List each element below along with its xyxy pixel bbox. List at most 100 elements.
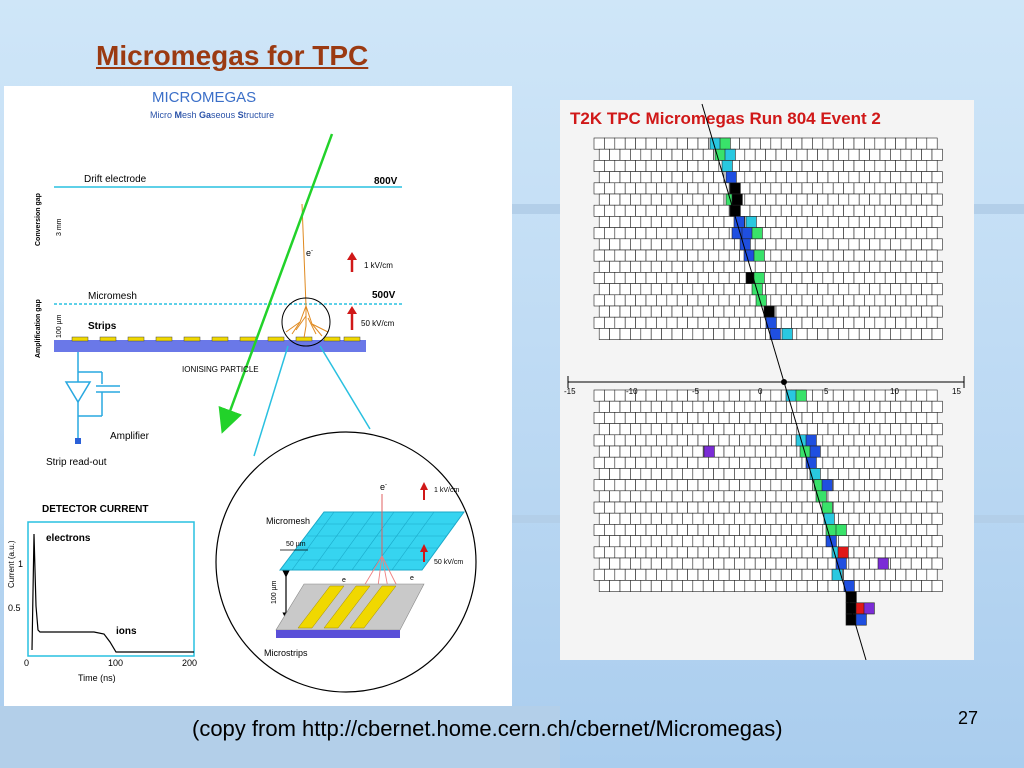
hit-pad — [745, 216, 757, 228]
pad — [723, 400, 735, 413]
pad — [739, 294, 751, 307]
inset-drift-arrow — [420, 482, 428, 500]
pad — [895, 249, 907, 262]
pad — [806, 305, 818, 318]
pad — [661, 260, 673, 273]
pad — [910, 305, 922, 318]
pad — [640, 580, 652, 592]
pad — [739, 160, 751, 172]
pad — [676, 137, 688, 150]
pad — [614, 182, 626, 195]
pad — [843, 182, 855, 195]
pad — [708, 524, 720, 536]
pad — [718, 546, 730, 559]
pad — [723, 238, 735, 251]
pad — [926, 568, 938, 581]
pad — [754, 193, 766, 206]
pad — [661, 238, 673, 251]
pad — [635, 456, 647, 469]
pad — [879, 260, 891, 273]
pad — [853, 479, 865, 492]
hit-pad — [721, 160, 733, 172]
pad — [879, 580, 891, 592]
pad — [812, 160, 824, 172]
pad — [796, 283, 808, 296]
pad — [848, 535, 860, 548]
pad-grid — [593, 137, 943, 592]
pad — [619, 328, 631, 340]
pad — [650, 283, 662, 296]
pad — [853, 412, 865, 424]
micromegas-svg: MICROMEGAS Micro Mesh Gaseous Structure … — [7, 89, 477, 693]
pad — [593, 456, 605, 469]
pad — [713, 216, 725, 228]
pad — [874, 160, 886, 172]
pad — [827, 216, 839, 228]
pad — [791, 456, 803, 469]
pad — [806, 216, 818, 228]
pad — [656, 316, 668, 329]
pad — [791, 160, 803, 172]
pad — [687, 137, 699, 150]
pad — [843, 249, 855, 262]
pad — [728, 294, 740, 307]
pad — [796, 535, 808, 548]
pad — [765, 260, 777, 273]
pad — [666, 434, 678, 447]
pad — [931, 260, 943, 273]
pad — [858, 535, 870, 548]
pad — [687, 546, 699, 559]
pad — [884, 412, 896, 424]
pad — [869, 283, 881, 296]
pad — [676, 456, 688, 469]
pad — [645, 272, 657, 284]
pad — [770, 160, 782, 172]
pad — [858, 193, 870, 206]
pad — [598, 328, 610, 340]
pad — [630, 580, 642, 592]
pad — [780, 412, 792, 424]
pad — [786, 193, 798, 206]
hit-pad — [781, 328, 793, 340]
pad — [593, 412, 605, 424]
pad — [916, 456, 928, 469]
pad — [671, 283, 683, 296]
pad — [687, 412, 699, 424]
amplification-gap-label: Amplification gap — [35, 299, 42, 358]
pad — [624, 479, 636, 492]
pad — [900, 423, 912, 436]
pad — [754, 171, 766, 184]
pad — [926, 456, 938, 469]
pad — [931, 238, 943, 251]
pad — [926, 524, 938, 536]
inset-electron: e- — [380, 482, 387, 492]
pad — [822, 204, 834, 217]
pad — [734, 423, 746, 436]
pad — [723, 512, 735, 525]
pad — [796, 216, 808, 228]
pad — [728, 546, 740, 559]
pad — [702, 423, 714, 436]
detector-current-plot-frame — [27, 521, 195, 657]
pad — [879, 216, 891, 228]
pad — [713, 238, 725, 251]
hit-pad — [739, 238, 751, 251]
pad — [734, 148, 746, 161]
pad — [786, 238, 798, 251]
source-caption: (copy from http://cbernet.home.cern.ch/c… — [192, 716, 783, 741]
pad — [645, 568, 657, 581]
pad — [687, 227, 699, 240]
pad — [926, 316, 938, 329]
pad — [635, 479, 647, 492]
pad — [817, 171, 829, 184]
pad — [905, 249, 917, 262]
pad — [635, 546, 647, 559]
pad — [598, 216, 610, 228]
pad — [744, 400, 756, 413]
pad — [905, 546, 917, 559]
pad — [614, 479, 626, 492]
pad — [656, 294, 668, 307]
pad — [775, 580, 787, 592]
pad — [791, 568, 803, 581]
pad — [624, 546, 636, 559]
